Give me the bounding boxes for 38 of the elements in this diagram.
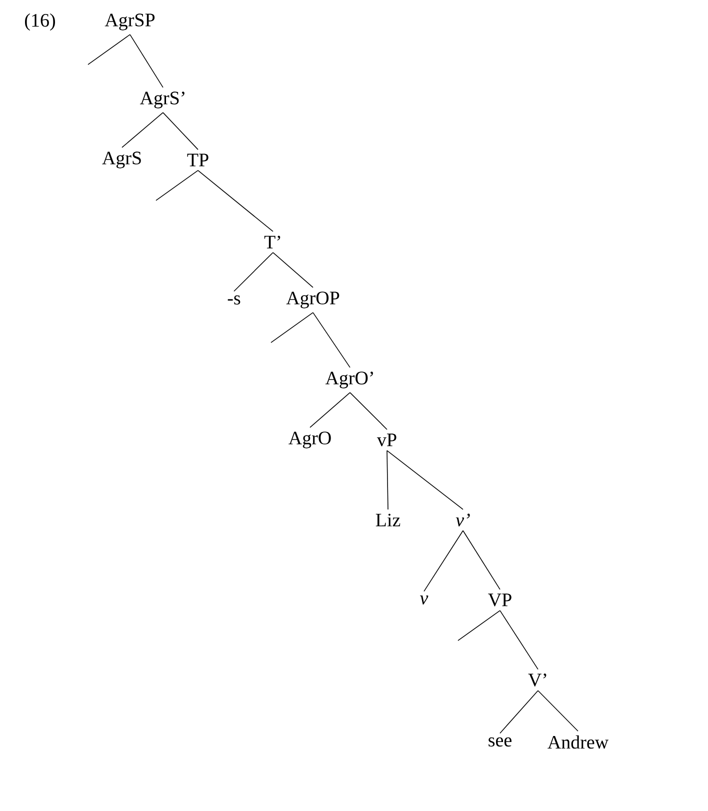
tree-label: Liz <box>376 514 400 526</box>
tree-label: -s <box>228 295 240 305</box>
branch-line <box>458 610 500 641</box>
branch-line <box>88 34 130 65</box>
tree-label: AgrOP <box>286 292 340 308</box>
branch-line <box>310 392 350 428</box>
tree-label: AgrS <box>102 152 141 168</box>
tree-label: V’ <box>528 674 546 686</box>
tree-label: AgrSP <box>104 14 155 30</box>
branch-line <box>350 392 388 430</box>
tree-label: TP <box>187 154 208 166</box>
branch-line <box>130 34 164 88</box>
tree-label: v’ <box>456 514 470 526</box>
tree-label: T’ <box>264 236 280 248</box>
branch-line <box>312 312 350 368</box>
branch-line <box>386 450 464 510</box>
branch-line <box>162 112 198 150</box>
tree-label: Andrew <box>548 735 608 749</box>
branch-line <box>500 690 538 734</box>
branch-line <box>538 690 578 732</box>
branch-line <box>234 252 274 292</box>
tree-label: AgrS’ <box>140 92 184 108</box>
branch-line <box>122 112 164 148</box>
branch-line <box>500 610 538 670</box>
branch-line <box>386 450 388 510</box>
branch-line <box>424 530 464 592</box>
branch-line <box>198 170 274 232</box>
branch-line <box>156 170 198 201</box>
branch-line <box>462 530 500 590</box>
example-number: (16) <box>25 13 55 31</box>
branch-line <box>270 312 314 343</box>
branch-line <box>272 252 314 288</box>
tree-label: VP <box>488 594 512 606</box>
tree-label: see <box>488 737 512 747</box>
tree-label: vP <box>376 434 396 446</box>
tree-label: v <box>420 596 428 604</box>
tree-label: AgrO’ <box>325 372 373 388</box>
tree-label: AgrO <box>288 432 331 448</box>
